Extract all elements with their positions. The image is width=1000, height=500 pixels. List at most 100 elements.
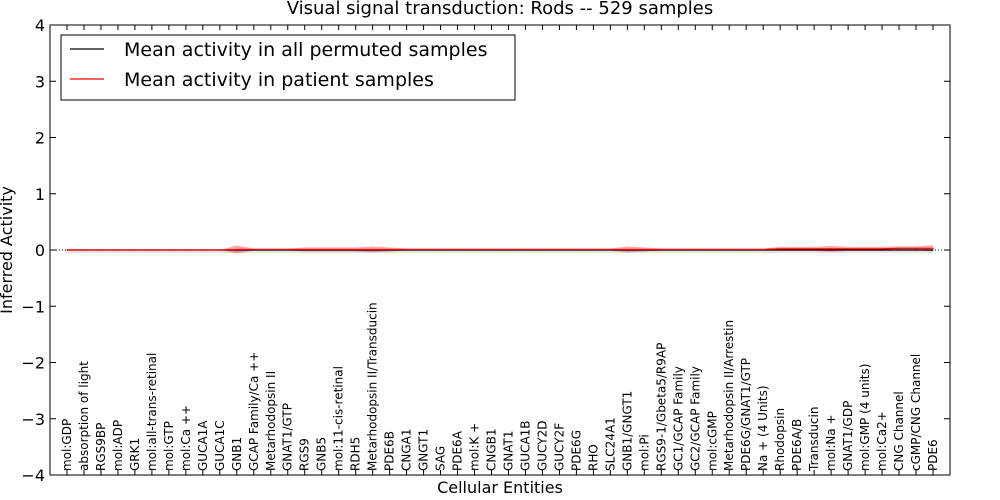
patient-series-point: [898, 247, 900, 249]
x-category-label: GUCY2D: [535, 421, 549, 471]
x-category-label: RGS9BP: [94, 423, 108, 471]
patient-series-point: [881, 248, 883, 250]
patient-series-point: [66, 249, 68, 251]
patient-series-point: [762, 248, 764, 251]
x-category-label: CNG Channel: [892, 391, 906, 471]
patient-series-line: [67, 247, 933, 251]
patient-series-point: [728, 248, 730, 251]
x-category-label: GUCY2F: [552, 423, 566, 471]
patient-series-point: [287, 248, 289, 251]
x-category-label: SLC24A1: [603, 417, 617, 471]
y-tick-label: 2: [35, 129, 45, 148]
x-category-label: GC1/GCAP Family: [671, 366, 685, 471]
patient-series-point: [864, 248, 866, 250]
y-tick-label: 1: [35, 185, 45, 204]
x-category-label: PDE6A: [451, 430, 465, 471]
patient-series-point: [321, 248, 323, 251]
x-category-label: mol:Pi: [637, 434, 651, 471]
y-tick-label: −1: [21, 297, 45, 316]
y-tick-label: −3: [21, 410, 45, 429]
patient-series-point: [473, 248, 476, 251]
patient-series-point: [168, 249, 170, 251]
x-category-label: GNAT1/GDP: [841, 401, 855, 471]
legend-label-permuted: Mean activity in all permuted samples: [124, 39, 487, 61]
x-category-label: mol:GTP: [162, 421, 176, 471]
patient-series-point: [541, 248, 544, 251]
y-tick-label: 3: [35, 72, 45, 91]
patient-series-point: [338, 248, 340, 251]
patient-series-point: [694, 248, 696, 251]
x-category-label: GC2/GCAP Family: [688, 366, 702, 471]
patient-series-point: [270, 248, 272, 251]
x-category-label: Metarhodopsin II/Arrestin: [722, 320, 736, 471]
patient-series-point: [372, 248, 374, 251]
patient-series-point: [847, 248, 849, 250]
legend-label-patient: Mean activity in patient samples: [124, 69, 434, 91]
patient-series-point: [253, 248, 255, 251]
patient-series-point: [439, 248, 442, 251]
x-category-label: mol:Na +: [824, 414, 838, 471]
x-category-label: mol:GMP (4 units): [858, 364, 872, 471]
patient-series-point: [83, 249, 85, 251]
x-category-label: CNGA1: [400, 429, 414, 472]
x-category-label: GRK1: [128, 438, 142, 471]
patient-series-point: [422, 248, 425, 251]
patient-series-point: [151, 249, 153, 251]
y-tick-label: 0: [35, 241, 45, 260]
x-category-label: GCAP Family/Ca ++: [247, 352, 261, 471]
y-tick-label: −2: [21, 354, 45, 373]
permuted-series-point: [898, 249, 900, 251]
chart-title: Visual signal transduction: Rods -- 529 …: [287, 0, 714, 19]
x-category-label: Na + (4 Units): [756, 385, 770, 471]
patient-series-point: [202, 249, 204, 251]
permuted-series-point: [864, 249, 866, 251]
patient-series-point: [100, 249, 102, 251]
patient-series-point: [304, 248, 306, 251]
patient-series-point: [592, 248, 594, 251]
series-layer: [66, 247, 934, 251]
x-category-label: cGMP/CNG Channel: [909, 354, 923, 471]
x-category-label: SAG: [434, 446, 448, 471]
x-category-label: PDE6A/B: [790, 419, 804, 471]
patient-series-point: [711, 248, 713, 251]
permuted-series-point: [796, 249, 798, 251]
patient-series-point: [575, 248, 578, 251]
permuted-series-point: [847, 249, 849, 251]
y-tick-label: 4: [35, 16, 45, 35]
permuted-series-point: [830, 249, 832, 251]
patient-series-point: [185, 249, 187, 251]
x-category-label: RHO: [586, 444, 600, 471]
x-category-label: RGS9-1/Gbeta5/R9AP: [654, 343, 668, 471]
patient-series-point: [236, 248, 238, 251]
permuted-series-point: [813, 249, 815, 251]
patient-series-point: [677, 248, 679, 251]
x-category-label: GUCA1A: [196, 420, 210, 471]
patient-series-point: [609, 248, 611, 251]
patient-series-point: [643, 248, 645, 251]
x-category-label: Rhodopsin: [773, 408, 787, 471]
x-category-label: RDH5: [349, 437, 363, 471]
x-category-label: mol:ADP: [111, 420, 125, 471]
patient-series-point: [830, 248, 832, 250]
patient-series-point: [507, 248, 510, 251]
x-category-label: GNAT1: [501, 430, 515, 471]
x-category-label: Metarhodopsin II/Transducin: [366, 302, 380, 471]
x-category-label: PDE6B: [383, 431, 397, 471]
x-category-label: GNB1: [230, 437, 244, 471]
patient-series-point: [355, 248, 357, 251]
patient-series-point: [779, 248, 781, 250]
y-axis-label: Inferred Activity: [0, 186, 16, 314]
patient-series-point: [932, 247, 934, 249]
x-category-label: mol:GDP: [60, 419, 74, 471]
x-category-label: GNB1/GNGT1: [620, 391, 634, 471]
x-category-label: GUCA1B: [518, 420, 532, 471]
patient-series-point: [524, 248, 527, 251]
x-category-label: RGS9: [298, 438, 312, 471]
patient-series-point: [490, 248, 493, 251]
legend: Mean activity in all permuted samples Me…: [60, 34, 516, 101]
patient-series-point: [626, 248, 628, 251]
patient-series-point: [796, 248, 798, 250]
patient-series-point: [389, 248, 391, 251]
x-category-label: PDE6G/GNAT1/GTP: [739, 358, 753, 471]
x-category-label: mol:cGMP: [705, 411, 719, 471]
